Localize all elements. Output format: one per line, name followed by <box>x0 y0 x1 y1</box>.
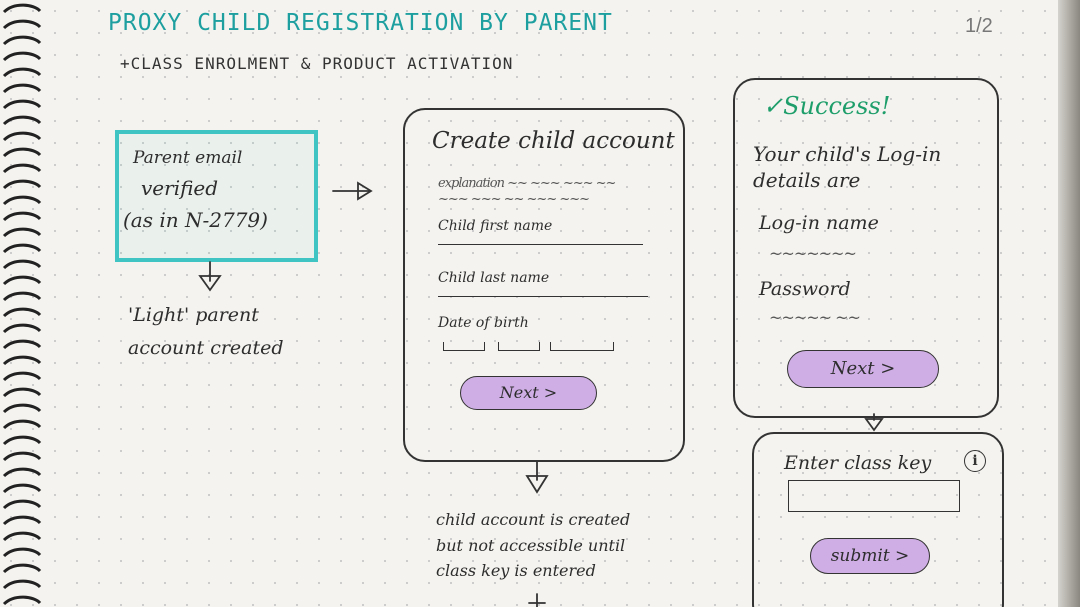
spiral-ring <box>2 371 42 382</box>
info-icon[interactable]: i <box>964 450 986 472</box>
light-account-note-1: 'Light' parent <box>128 304 259 326</box>
login-name-label: Log-in name <box>759 212 879 234</box>
dob-label: Date of birth <box>438 315 529 331</box>
spiral-ring <box>2 19 42 30</box>
password-label: Password <box>759 278 851 300</box>
success-message-1: Your child's Log-in <box>753 142 942 166</box>
spiral-ring <box>2 451 42 462</box>
class-key-card: Enter class key i submit > <box>752 432 1004 607</box>
spiral-ring <box>2 579 42 590</box>
spiral-ring <box>2 35 42 46</box>
dob-month-field[interactable] <box>498 342 540 351</box>
spiral-ring <box>2 83 42 94</box>
dob-year-field[interactable] <box>550 342 614 351</box>
spiral-binding <box>2 3 42 606</box>
child-note-2: but not accessible until <box>436 536 626 555</box>
dob-day-field[interactable] <box>443 342 485 351</box>
spiral-ring <box>2 51 42 62</box>
create-child-card: Create child account explanation ~~ ~~~ … <box>403 108 685 462</box>
page-number: 1/2 <box>965 15 993 37</box>
first-name-field[interactable] <box>438 234 643 245</box>
spiral-ring <box>2 339 42 350</box>
login-name-value: ~~~~~~~ <box>769 244 857 263</box>
first-name-label: Child first name <box>438 218 553 234</box>
spiral-ring <box>2 275 42 286</box>
box-line-1: Parent email <box>133 148 243 168</box>
spiral-ring <box>2 323 42 334</box>
success-next-button[interactable]: Next > <box>787 350 939 388</box>
box-line-2: verified <box>141 176 219 200</box>
spiral-ring <box>2 515 42 526</box>
class-key-label: Enter class key <box>784 452 932 474</box>
success-title: ✓Success! <box>763 92 891 120</box>
spiral-ring <box>2 355 42 366</box>
spiral-ring <box>2 243 42 254</box>
child-note-1: child account is created <box>436 510 631 529</box>
spiral-ring <box>2 563 42 574</box>
spiral-ring <box>2 291 42 302</box>
page-subtitle: +CLASS ENROLMENT & PRODUCT ACTIVATION <box>120 54 514 73</box>
explanation-line-1: explanation ~~ ~~~ ~~~ ~~ <box>438 176 616 191</box>
success-message-2: details are <box>753 168 861 192</box>
spiral-ring <box>2 403 42 414</box>
child-note-3: class key is entered <box>436 561 596 580</box>
page-edge <box>1058 0 1080 607</box>
spiral-ring <box>2 131 42 142</box>
spiral-ring <box>2 483 42 494</box>
arrow-down-icon <box>525 461 549 494</box>
class-key-input[interactable] <box>788 480 960 512</box>
spiral-ring <box>2 195 42 206</box>
password-value: ~~~~~ ~~ <box>769 308 861 327</box>
spiral-ring <box>2 595 42 606</box>
spiral-ring <box>2 227 42 238</box>
create-child-title: Create child account <box>432 128 675 154</box>
last-name-label: Child last name <box>438 270 550 286</box>
light-account-note-2: account created <box>128 337 284 359</box>
parent-email-verified-box: Parent email verified (as in N-2779) <box>115 130 318 262</box>
page-title: PROXY CHILD REGISTRATION BY PARENT <box>108 10 613 36</box>
create-child-next-button[interactable]: Next > <box>460 376 597 410</box>
success-card: ✓Success! Your child's Log-in details ar… <box>733 78 999 418</box>
spiral-ring <box>2 435 42 446</box>
explanation-line-2: ~~~ ~~~ ~~ ~~~ ~~~ <box>438 192 590 207</box>
spiral-ring <box>2 179 42 190</box>
spiral-ring <box>2 211 42 222</box>
spiral-ring <box>2 163 42 174</box>
spiral-ring <box>2 467 42 478</box>
arrow-right-icon <box>332 181 373 201</box>
spiral-ring <box>2 499 42 510</box>
arrow-down-icon <box>864 413 884 432</box>
spiral-ring <box>2 147 42 158</box>
spiral-ring <box>2 547 42 558</box>
last-name-field[interactable] <box>438 286 648 297</box>
box-line-3: (as in N-2779) <box>123 208 268 232</box>
spiral-ring <box>2 3 42 14</box>
spiral-ring <box>2 67 42 78</box>
arrow-down-icon <box>198 261 222 292</box>
submit-button[interactable]: submit > <box>810 538 930 574</box>
spiral-ring <box>2 419 42 430</box>
spiral-ring <box>2 259 42 270</box>
spiral-ring <box>2 387 42 398</box>
spiral-ring <box>2 531 42 542</box>
spiral-ring <box>2 307 42 318</box>
spiral-ring <box>2 99 42 110</box>
spiral-ring <box>2 115 42 126</box>
